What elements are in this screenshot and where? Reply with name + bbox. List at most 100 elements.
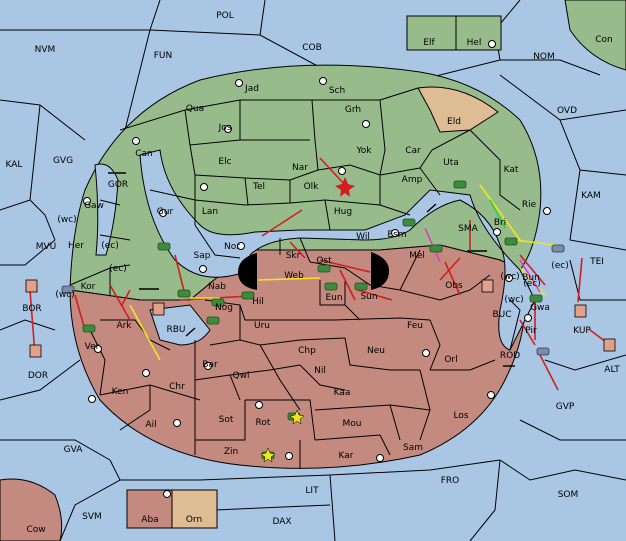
sea-label-buc: BUC — [492, 310, 511, 320]
bounce-mark — [335, 177, 355, 197]
land-label-nog: Nog — [215, 303, 233, 313]
land-label-skr: Skr — [286, 251, 301, 261]
sea-label-fro: FRO — [441, 476, 460, 486]
coast-label-ec: (ec) — [101, 241, 119, 251]
sea-label-kam: KAM — [581, 191, 601, 201]
land-elf[interactable] — [406, 15, 457, 51]
land-label-chr: Chr — [169, 382, 185, 392]
sea-label-nom: NOM — [533, 52, 555, 62]
land-label-jos: Jos — [218, 123, 232, 133]
land-label-orn: Orn — [186, 515, 202, 525]
land-label-kaa: Kaa — [334, 388, 351, 398]
land-eld[interactable] — [417, 86, 499, 133]
sea-label-gva: GVA — [64, 445, 84, 455]
sea-label-som: SOM — [558, 490, 579, 500]
land-label-rot: Rot — [256, 418, 271, 428]
sea-label-kup: KUP — [573, 326, 591, 336]
sea-label-gvg: GVG — [53, 156, 73, 166]
land-label-gaw: Gaw — [84, 201, 104, 211]
land-label-car: Car — [405, 146, 421, 156]
land-label-neu: Neu — [367, 346, 385, 356]
sea-gor — [94, 163, 119, 256]
land-label-feu: Feu — [407, 321, 423, 331]
double-arrows — [108, 172, 515, 367]
inner-sea — [139, 149, 536, 351]
land-label-nor: Nor — [224, 242, 240, 252]
land-label-can: Can — [135, 149, 153, 159]
land-label-nar: Nar — [292, 163, 308, 173]
coast-label-ec: (ec) — [523, 279, 541, 289]
land-label-eld: Eld — [447, 117, 461, 127]
land-label-kor: Kor — [81, 282, 96, 292]
land-label-wil: Wil — [356, 232, 370, 242]
land-label-los: Los — [453, 411, 468, 421]
land-label-sch: Sch — [329, 86, 345, 96]
fleet-units[interactable] — [61, 244, 565, 356]
sea-label-fun: FUN — [154, 51, 173, 61]
sea-label-con: Con — [595, 35, 613, 45]
land-label-cow: Cow — [26, 525, 45, 535]
land-label-qua: Qua — [186, 104, 204, 114]
land-label-aba: Aba — [141, 515, 158, 525]
land-label-ark: Ark — [116, 321, 132, 331]
land-label-nil: Nil — [314, 366, 326, 376]
land-label-hel: Hel — [467, 38, 482, 48]
coast-label-wc: (wc) — [55, 290, 74, 300]
land-label-tel: Tel — [252, 182, 265, 192]
land-cow[interactable] — [0, 478, 63, 541]
land-label-eun: Eun — [325, 293, 342, 303]
land-orn[interactable] — [171, 489, 218, 529]
strait-east — [371, 252, 389, 290]
land-label-her: Her — [68, 241, 84, 251]
standoff-marks — [260, 409, 305, 463]
land-label-hil: Hil — [252, 297, 264, 307]
sea-label-gvp: GVP — [556, 402, 575, 412]
province-boundaries — [69, 87, 521, 468]
sea-label-svm: SVM — [82, 512, 102, 522]
move-orders — [29, 157, 611, 391]
land-label-esm: Esm — [387, 230, 406, 240]
sea-label-bor: BOR — [22, 304, 41, 314]
sea-label-lit: LIT — [305, 486, 319, 496]
land-label-ost: Ost — [316, 256, 332, 266]
coast-label-wc: (wc) — [504, 295, 523, 305]
sea-label-sma: SMA — [458, 224, 478, 234]
land-label-ail: Ail — [145, 420, 156, 430]
land-label-nab: Nab — [208, 282, 226, 292]
sea-label-cob: COB — [302, 43, 322, 53]
land-label-obs: Obs — [445, 281, 463, 291]
coast-label-ec: (ec) — [109, 264, 127, 274]
land-label-uru: Uru — [254, 321, 270, 331]
land-label-elf: Elf — [423, 38, 435, 48]
land-label-chp: Chp — [298, 346, 316, 356]
land-label-jad: Jad — [244, 84, 259, 94]
land-label-mel: Mel — [409, 251, 425, 261]
land-label-gwa: Gwa — [530, 303, 550, 313]
sea-label-pol: POL — [216, 11, 234, 21]
sea-label-rod: ROD — [500, 351, 520, 361]
sea-label-tei: TEI — [589, 257, 604, 267]
land-label-sap: Sap — [194, 251, 211, 261]
land-label-gur: Gur — [157, 207, 174, 217]
coast-label-wc: (wc) — [57, 215, 76, 225]
land-label-grh: Grh — [345, 105, 361, 115]
land-label-kat: Kat — [504, 165, 519, 175]
land-label-bun: Bun — [522, 273, 540, 283]
sea-label-nvm: NVM — [35, 45, 56, 55]
land-label-sam: Sam — [403, 443, 423, 453]
dislodged-units[interactable] — [25, 279, 616, 358]
sea-rbu — [149, 304, 211, 346]
land-label-olk: Olk — [304, 182, 320, 192]
land-label-bri: Bri — [494, 218, 506, 228]
land-label-hug: Hug — [334, 207, 352, 217]
coast-label-wc: (wc) — [500, 272, 519, 282]
land-label-kar: Kar — [339, 451, 354, 461]
sea-label-gor: GOR — [108, 180, 128, 190]
land-label-uta: Uta — [443, 158, 459, 168]
land-label-sot: Sot — [219, 415, 234, 425]
sea-label-dor: DOR — [28, 371, 48, 381]
strait-west — [238, 253, 257, 290]
